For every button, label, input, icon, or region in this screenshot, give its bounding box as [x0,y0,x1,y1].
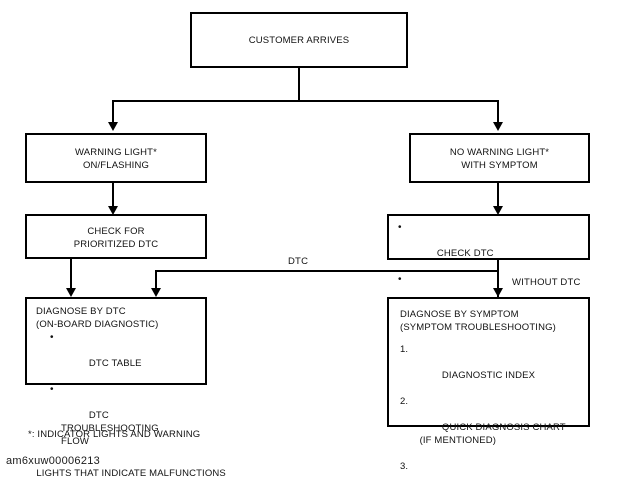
connector-dtc-branch [155,270,499,272]
arrow-to-diagnose-by-dtc-branch [151,288,161,297]
footnote-line-1: *: INDICATOR LIGHTS AND WARNING [28,429,201,440]
node-check-dtc[interactable]: • CHECK DTC • IGNITION ON TEST, IDLING T… [387,214,590,324]
edge-label-without-dtc: WITHOUT DTC [512,277,581,288]
node-diagnose-by-dtc-line2: (ON-BOARD DIAGNOSTIC) [36,319,159,330]
bullet-icon: • [50,331,54,343]
bullet-icon: • [398,273,402,285]
list-item: 1. DIAGNOSTIC INDEX [400,343,583,395]
list-item-text: DIAGNOSTIC INDEX [441,370,536,381]
node-customer-arrives-label: CUSTOMER ARRIVES [248,35,350,46]
list-item: • DTC TABLE [50,331,200,383]
list-item: • DTC TROUBLESHOOTING FLOW [50,383,200,461]
node-warning-light-line1: WARNING LIGHT* [75,147,157,158]
node-warning-light[interactable]: WARNING LIGHT* ON/FLASHING [25,133,207,183]
connector-split-left [112,100,114,124]
arrow-to-diagnose-by-dtc-direct [66,288,76,297]
footnote-line-2: LIGHTS THAT INDICATE MALFUNCTIONS [28,468,226,477]
list-item: 3. SYMPTOM TROUBLESHOOTING [400,460,583,477]
footnote: *: INDICATOR LIGHTS AND WARNING LIGHTS T… [28,402,226,477]
list-item-number: 2. [400,396,409,407]
arrow-to-check-dtc [493,206,503,215]
connector-checkprior-to-diagnosedtc [70,259,72,291]
node-check-prioritized-dtc[interactable]: CHECK FOR PRIORITIZED DTC [25,214,207,259]
node-diagnose-by-symptom-line2: (SYMPTOM TROUBLESHOOTING) [400,322,556,333]
connector-warning-to-check [112,183,114,209]
diagnose-by-dtc-bullet-list: • DTC TABLE • DTC TROUBLESHOOTING FLOW [50,331,200,461]
connector-split-right [497,100,499,124]
connector-customer-down [298,68,300,101]
edge-label-dtc: DTC [288,256,309,267]
node-customer-arrives[interactable]: CUSTOMER ARRIVES [190,12,408,68]
node-diagnose-by-dtc[interactable]: DIAGNOSE BY DTC (ON-BOARD DIAGNOSTIC) • … [25,297,207,447]
list-item-text: CHECK DTC [436,248,494,259]
arrow-to-warning-light [108,122,118,131]
list-item-text: QUICK DIAGNOSIS CHART (IF MENTIONED) [419,422,566,446]
node-check-prioritized-dtc-line2: PRIORITIZED DTC [73,239,159,250]
connector-dtc-branch-down [155,270,157,291]
list-item-number: 1. [400,344,409,355]
diagnose-by-symptom-numbered-list: 1. DIAGNOSTIC INDEX 2. QUICK DIAGNOSIS C… [400,343,583,477]
list-item-text: DTC TROUBLESHOOTING FLOW [61,410,159,447]
image-watermark: am6xuw00006213 [6,455,101,467]
bullet-icon: • [398,221,402,233]
connector-nowarning-to-checkdtc [497,183,499,209]
node-diagnose-by-dtc-line1: DIAGNOSE BY DTC [36,306,126,317]
arrow-to-no-warning-light [493,122,503,131]
node-warning-light-line2: ON/FLASHING [82,160,150,171]
list-item: • CHECK DTC [398,221,583,273]
node-no-warning-light[interactable]: NO WARNING LIGHT* WITH SYMPTOM [409,133,590,183]
node-diagnose-by-symptom-line1: DIAGNOSE BY SYMPTOM [400,309,519,320]
node-no-warning-light-line1: NO WARNING LIGHT* [449,147,550,158]
list-item: 2. QUICK DIAGNOSIS CHART (IF MENTIONED) [400,395,583,460]
node-check-prioritized-dtc-line1: CHECK FOR [87,226,145,237]
node-diagnose-by-symptom[interactable]: DIAGNOSE BY SYMPTOM (SYMPTOM TROUBLESHOO… [387,297,590,472]
arrow-to-diagnose-by-symptom [493,288,503,297]
arrow-to-check-prioritized-dtc [108,206,118,215]
list-item-text: DTC TABLE [88,358,142,369]
node-no-warning-light-line2: WITH SYMPTOM [461,160,538,171]
bullet-icon: • [50,383,54,395]
connector-checkdtc-down [497,260,499,299]
list-item-number: 3. [400,461,409,472]
connector-split-bus [112,100,499,102]
